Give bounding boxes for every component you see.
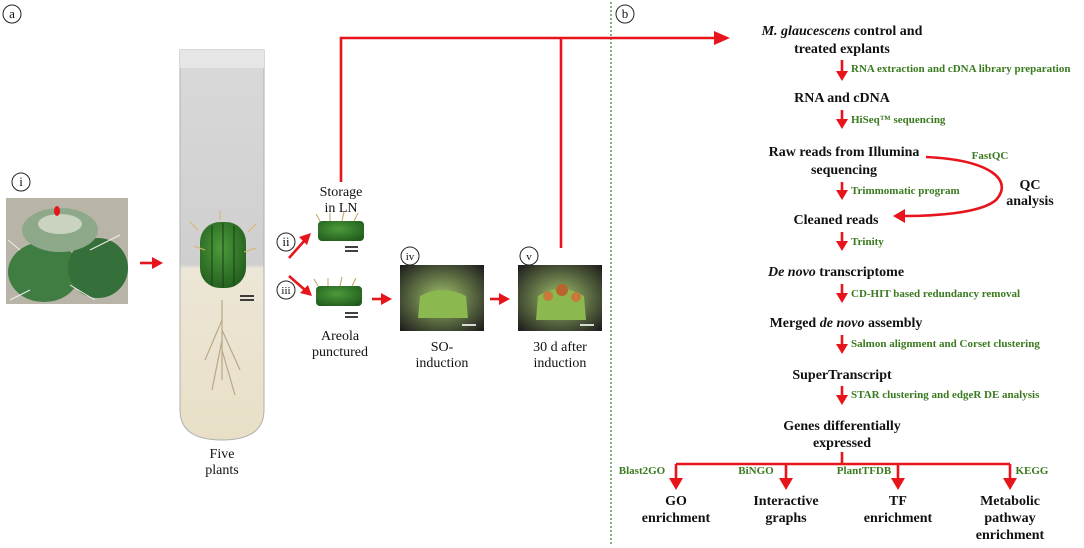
method-rna-extraction: RNA extraction and cDNA library preparat… — [851, 63, 1070, 75]
panel-label-b: b — [615, 4, 635, 24]
qc-label: QC — [1020, 178, 1041, 193]
label-areola: Areola — [321, 329, 360, 344]
qc-loop-arrow — [893, 155, 1003, 223]
roman-iv: iv — [400, 246, 420, 266]
flow-arrow-1 — [836, 60, 848, 81]
tool-bingo: BiNGO — [738, 465, 774, 477]
roman-i: i — [11, 172, 31, 192]
svg-text:M. glaucescens control and: M. glaucescens control and — [761, 24, 923, 39]
label-plants: plants — [205, 463, 238, 478]
output-go: GO — [665, 494, 687, 509]
qc-label-2: analysis — [1006, 194, 1054, 209]
arrow-to-flowchart — [339, 31, 730, 248]
roman-iii: iii — [276, 280, 296, 300]
output-metabolic-3: enrichment — [976, 528, 1045, 543]
method-hiseq: HiSeq™ sequencing — [851, 114, 946, 126]
arrow-to-after-induction — [490, 293, 510, 305]
svg-text:i: i — [19, 174, 23, 189]
label-storage: Storage — [320, 185, 363, 200]
svg-text:iv: iv — [406, 251, 415, 263]
flow-node-raw-reads: Raw reads from Illumina — [769, 145, 920, 160]
method-cd-hit: CD-HIT based redundancy removal — [851, 288, 1020, 300]
tool-blast2go: Blast2GO — [619, 465, 666, 477]
flow-arrow-3 — [836, 182, 848, 200]
label-after-induction: induction — [534, 356, 587, 371]
panel-label-a: a — [2, 4, 22, 24]
svg-text:Merged de novo assembly: Merged de novo assembly — [770, 316, 923, 331]
explant-punctured — [313, 276, 362, 318]
output-tf-2: enrichment — [864, 511, 933, 526]
label-so: SO- — [431, 340, 454, 355]
flow-arrow-7 — [836, 386, 848, 405]
branch-arrows — [669, 452, 1017, 490]
flow-node-explants: M. glaucescens control and treated expla… — [761, 24, 923, 57]
label-punctured: punctured — [312, 345, 368, 360]
label-in-ln: in LN — [324, 201, 357, 216]
roman-v: v — [519, 246, 539, 266]
flow-node-rna-cdna: RNA and cDNA — [794, 91, 891, 106]
flow-arrow-5 — [836, 284, 848, 303]
test-tube — [179, 49, 265, 441]
output-metabolic-2: pathway — [984, 511, 1035, 526]
label-30d: 30 d after — [533, 340, 587, 355]
tool-planttfdb: PlantTFDB — [837, 465, 892, 477]
method-salmon: Salmon alignment and Corset clustering — [851, 338, 1040, 350]
method-trimmomatic: Trimmomatic program — [851, 185, 960, 197]
flow-node-cleaned-reads: Cleaned reads — [794, 213, 879, 228]
output-go-2: enrichment — [642, 511, 711, 526]
method-star: STAR clustering and edgeR DE analysis — [851, 389, 1040, 401]
flow-arrow-6 — [836, 335, 848, 354]
svg-text:treated explants: treated explants — [794, 42, 890, 57]
flow-node-supertranscript: SuperTranscript — [792, 368, 892, 383]
photo-mother-plant — [6, 198, 128, 304]
output-metabolic: Metabolic — [980, 494, 1040, 509]
flow-node-de-novo: De novo transcriptome — [767, 265, 904, 280]
tool-kegg: KEGG — [1015, 465, 1048, 477]
label-five: Five — [210, 447, 235, 462]
arrow-to-so-induction — [372, 293, 392, 305]
flow-arrow-4 — [836, 232, 848, 251]
flow-node-merged: Merged de novo assembly — [770, 316, 923, 331]
svg-text:v: v — [526, 251, 532, 263]
method-trinity: Trinity — [851, 236, 884, 248]
svg-text:De novo transcriptome: De novo transcriptome — [767, 265, 904, 280]
output-interactive: Interactive — [753, 494, 818, 509]
output-tf: TF — [889, 494, 907, 509]
svg-text:ii: ii — [282, 234, 290, 249]
roman-ii: ii — [276, 232, 296, 252]
output-interactive-2: graphs — [765, 511, 807, 526]
arrow-plant-to-tube — [140, 257, 163, 269]
svg-text:iii: iii — [281, 285, 290, 297]
flow-node-genes: Genes differentially — [783, 419, 901, 434]
photo-so-induction — [400, 265, 484, 331]
flow-node-raw-reads-2: sequencing — [811, 163, 877, 178]
method-fastqc: FastQC — [972, 150, 1009, 162]
label-induction: induction — [416, 356, 469, 371]
svg-text:b: b — [622, 6, 629, 21]
flow-node-genes-2: expressed — [813, 436, 871, 451]
svg-text:a: a — [9, 6, 15, 21]
flow-arrow-2 — [836, 110, 848, 129]
explant-ln — [315, 211, 364, 252]
photo-after-induction — [518, 265, 602, 331]
arrows-tube-to-explants — [288, 233, 312, 296]
